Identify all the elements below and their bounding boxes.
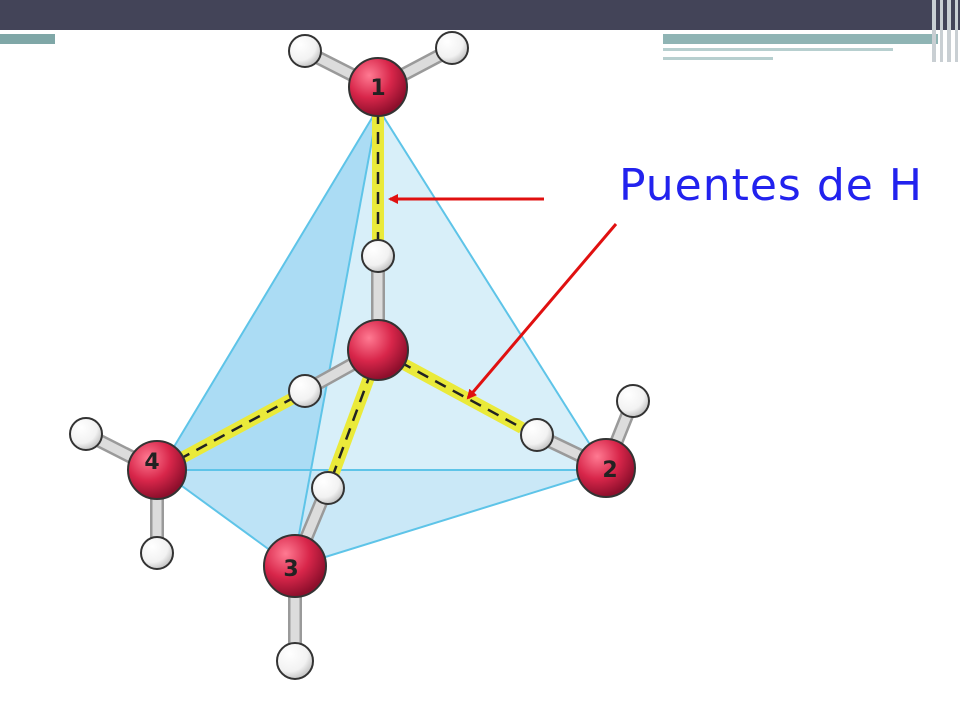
right-accent-line-2	[663, 57, 773, 60]
hydrogen-atom	[435, 31, 469, 65]
hydrogen-atom	[140, 536, 174, 570]
oxygen-atom-3	[263, 534, 327, 598]
arrow-to-h-bond-2	[466, 223, 618, 400]
atom-label-4: 4	[144, 450, 159, 475]
tetra-edge	[292, 469, 607, 568]
hydrogen-bonds	[175, 112, 525, 478]
oxygen-atom-2	[576, 438, 636, 498]
hydrogen-atom	[520, 418, 554, 452]
hydrogen-atom	[69, 417, 103, 451]
hydrogen-atom	[288, 374, 322, 408]
tetra-edge	[159, 107, 379, 471]
hydrogen-atom	[361, 239, 395, 273]
corner-decoration	[930, 0, 960, 62]
hydrogen-atom	[276, 642, 314, 680]
oxygen-atom-center	[347, 319, 409, 381]
hydrogen-atoms	[69, 31, 650, 680]
right-accent-line-1	[663, 48, 893, 51]
h-bond-2	[397, 356, 525, 434]
hydrogen-bonds-label: Puentes de H	[619, 160, 923, 211]
tetra-edge	[292, 107, 379, 568]
oxygen-atom-4	[127, 440, 187, 500]
tetra-face-back-bottom	[160, 470, 606, 567]
atom-label-1: 1	[370, 76, 385, 101]
atom-label-3: 3	[283, 557, 298, 582]
hydrogen-atom	[288, 34, 322, 68]
hydrogen-atom	[616, 384, 650, 418]
h-bond-3	[327, 369, 377, 478]
tetra-face-right	[293, 108, 606, 567]
oxygen-atom-1	[348, 57, 408, 117]
right-accent-stripe	[663, 34, 938, 44]
atom-label-2: 2	[602, 458, 617, 483]
tetra-face-left	[160, 108, 378, 567]
slide-header-bar	[0, 0, 960, 30]
h-bond-4	[175, 391, 298, 466]
hydrogen-atom	[311, 471, 345, 505]
tetra-edge	[377, 107, 607, 471]
oxygen-atoms	[127, 57, 636, 598]
left-accent-stripe	[0, 34, 55, 44]
